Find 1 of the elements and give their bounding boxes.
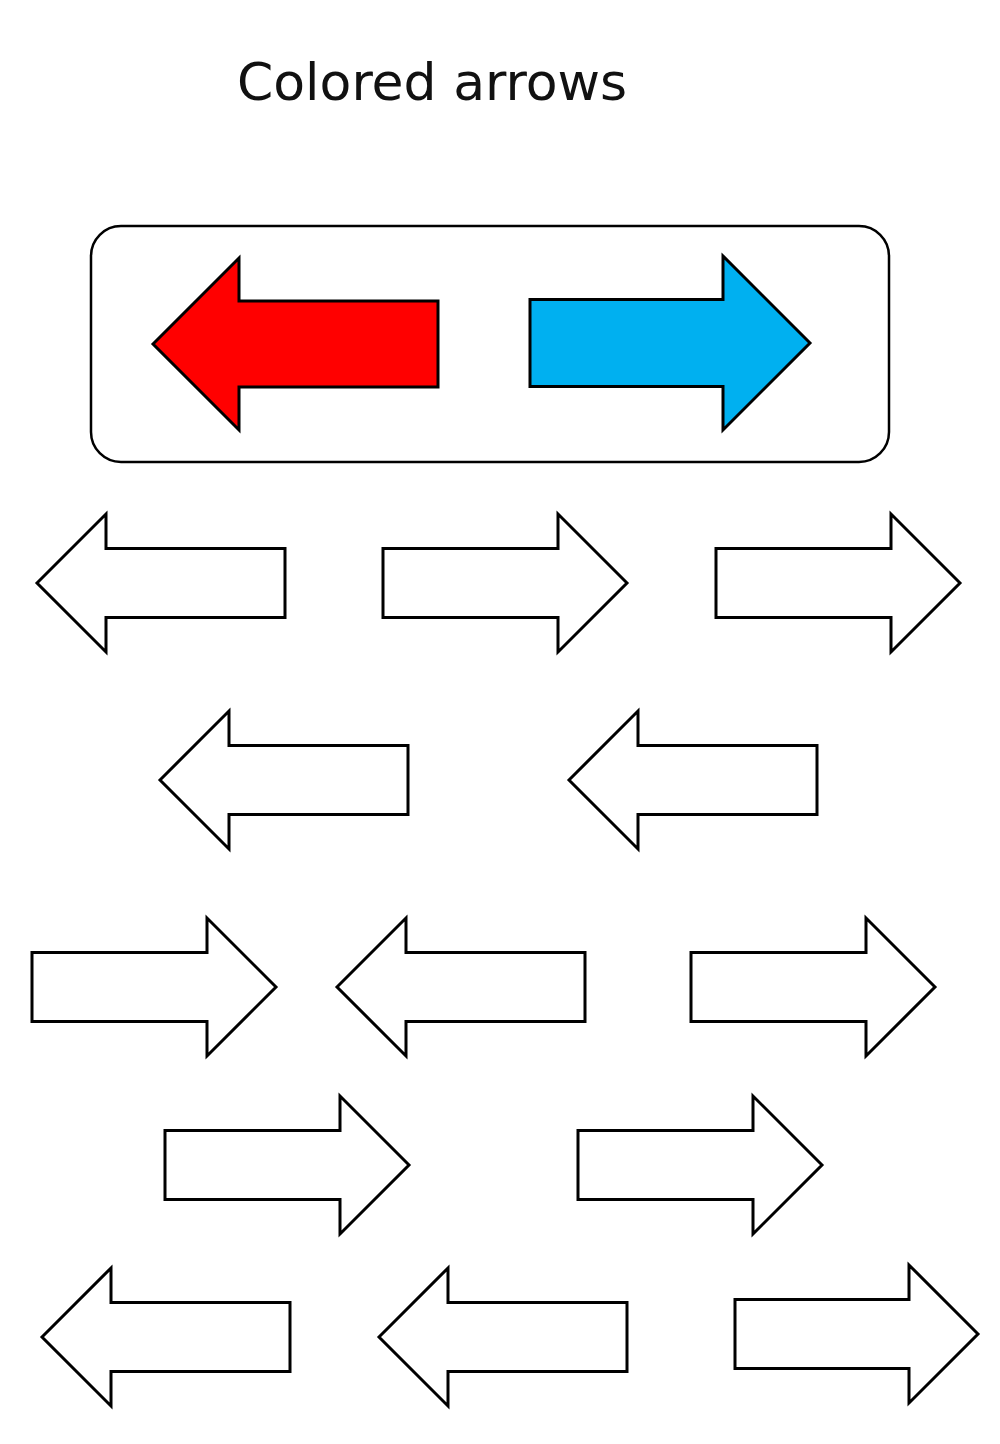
title: Colored arrows	[237, 52, 628, 112]
